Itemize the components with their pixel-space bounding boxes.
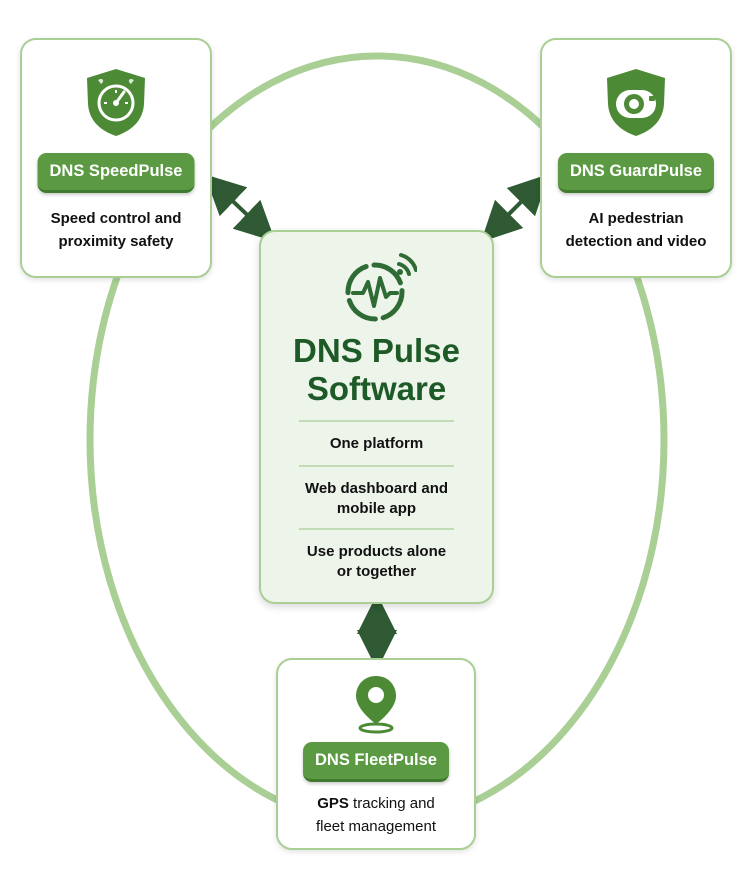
speedometer-shield-icon bbox=[87, 69, 145, 136]
fleetpulse-description: GPS tracking and fleet management bbox=[315, 795, 437, 835]
pulse-circle-icon bbox=[345, 253, 417, 322]
fleetpulse-card: DNS FleetPulse GPS tracking and fleet ma… bbox=[276, 658, 476, 850]
feature-products: Use products alone or together bbox=[306, 543, 447, 580]
pulse-software-card: DNS Pulse Software One platform Web dash… bbox=[259, 230, 494, 604]
guardpulse-description: AI pedestrian detection and video bbox=[565, 210, 707, 250]
speedpulse-card: DNS SpeedPulse Speed control and proximi… bbox=[20, 38, 212, 278]
feature-dashboard: Web dashboard and mobile app bbox=[304, 480, 449, 517]
software-title: DNS Pulse Software bbox=[293, 332, 460, 407]
guardpulse-card: DNS GuardPulse AI pedestrian detection a… bbox=[540, 38, 732, 278]
divider bbox=[299, 465, 454, 467]
speedpulse-arrow bbox=[204, 174, 276, 242]
speedpulse-label: DNS SpeedPulse bbox=[37, 153, 195, 193]
divider bbox=[299, 528, 454, 530]
guardpulse-label: DNS GuardPulse bbox=[557, 153, 715, 193]
guardpulse-arrow bbox=[480, 173, 550, 243]
camera-shield-icon bbox=[607, 69, 665, 136]
divider bbox=[299, 420, 454, 422]
feature-one-platform: One platform bbox=[329, 435, 424, 452]
fleetpulse-label: DNS FleetPulse bbox=[303, 742, 449, 782]
speedpulse-description: Speed control and proximity safety bbox=[50, 210, 182, 250]
location-pin-icon bbox=[356, 676, 396, 734]
